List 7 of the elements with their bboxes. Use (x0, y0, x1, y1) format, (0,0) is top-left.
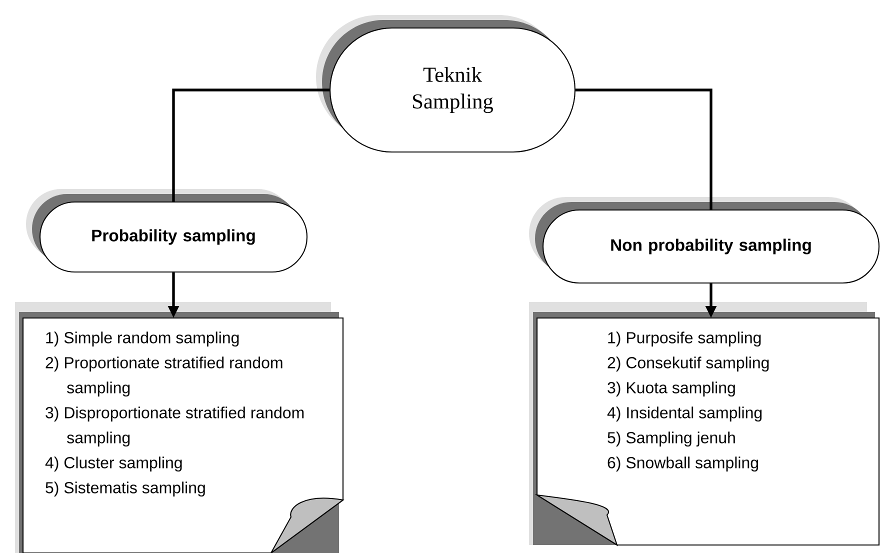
note-page: 1) Purposife sampling 2) Consekutif sampling 3) Kuota sampling 4) Insidental sampling 5) Sampling jenuh 6) Snowball sampling (529, 302, 880, 546)
rounded-box: Teknik Sampling (316, 15, 576, 153)
rounded-box: Probability sampling (26, 189, 308, 273)
rounded-box: Non probability sampling (529, 197, 880, 284)
connector-line (576, 88, 712, 210)
note-page: 1) Simple random sampling 2) Proportionate stratified random sampling 3) Disproportionate stratified random sampling 4) Cluster sampling 5) Sistematis sampling (15, 302, 344, 553)
connector-line (172, 88, 330, 202)
